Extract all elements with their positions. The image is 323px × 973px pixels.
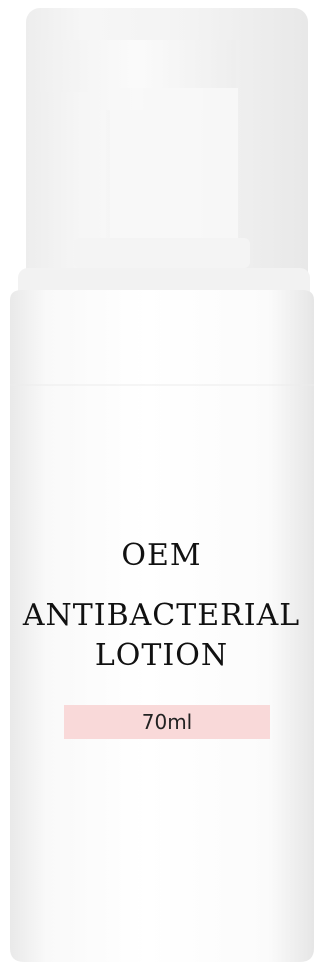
product-name-line2: LOTION [94, 638, 229, 673]
bottle-body [10, 290, 314, 962]
pump-collar [74, 238, 250, 268]
product-brand: OEM [121, 538, 202, 573]
pump-stem [110, 88, 238, 244]
product-volume: 70ml [141, 710, 193, 734]
product-name-line1: ANTIBACTERIAL [22, 598, 301, 633]
volume-band [64, 705, 270, 739]
product-name: ANTIBACTERIAL LOTION [0, 596, 323, 676]
